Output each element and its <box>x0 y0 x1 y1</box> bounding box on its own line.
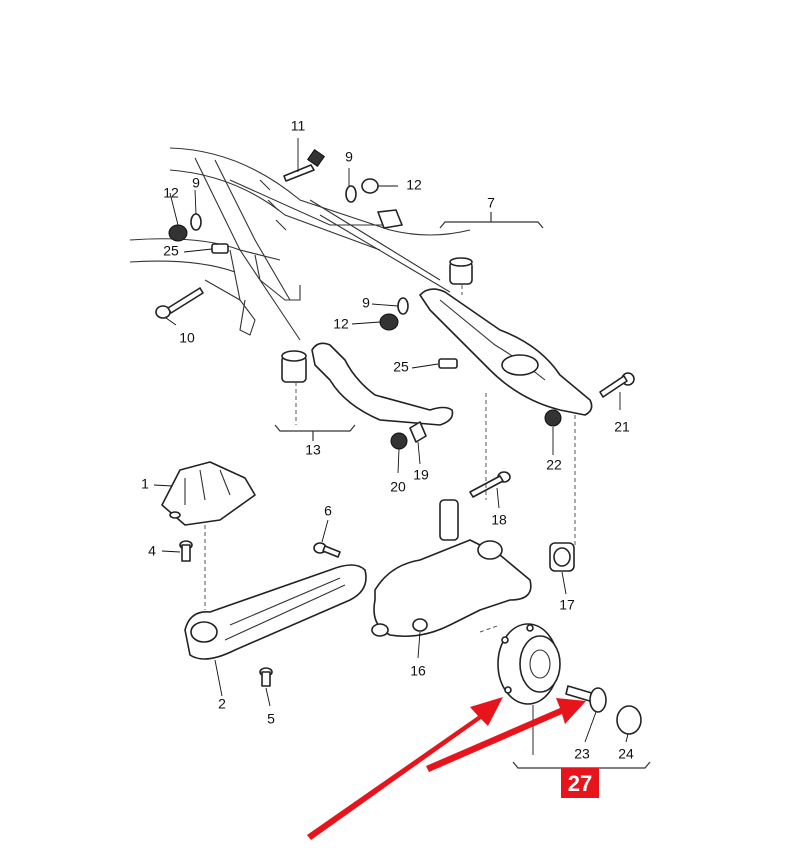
bolt-5 <box>259 667 273 687</box>
nut-12-mid <box>379 313 399 331</box>
highlight-label: 27 <box>568 771 592 796</box>
bolt-25-left <box>211 243 229 254</box>
label-25: 25 <box>163 243 179 259</box>
label-21: 21 <box>614 419 630 435</box>
label-9: 9 <box>362 295 370 311</box>
label-16: 16 <box>410 663 426 679</box>
bolt-10 <box>155 287 204 319</box>
label-5: 5 <box>267 711 275 727</box>
label-20: 20 <box>390 479 406 495</box>
label-12: 12 <box>163 185 179 201</box>
nut-12-left <box>168 224 188 242</box>
wheel-bolt-23 <box>565 685 607 713</box>
subframe <box>129 147 471 341</box>
bolt-25-mid <box>438 358 458 369</box>
nut-20 <box>390 432 408 450</box>
bolt-21 <box>599 372 635 398</box>
leader-lines <box>153 138 629 743</box>
highlight-badge-bg <box>561 768 599 798</box>
group-bracket-7 <box>439 212 544 229</box>
assembly-dashes <box>204 285 576 633</box>
label-12: 12 <box>333 316 349 332</box>
label-6: 6 <box>324 503 332 519</box>
label-9: 9 <box>192 175 200 191</box>
label-18: 18 <box>491 512 507 528</box>
label-7: 7 <box>487 195 495 211</box>
highlight-badge-27: 27 <box>561 768 599 798</box>
bracket-19 <box>409 421 427 443</box>
trailing-arm-2 <box>184 564 367 660</box>
upper-control-arm-7 <box>419 257 593 416</box>
nut-22 <box>544 409 562 427</box>
label-9: 9 <box>345 149 353 165</box>
label-22: 22 <box>546 457 562 473</box>
label-24: 24 <box>618 746 634 762</box>
label-2: 2 <box>218 696 226 712</box>
bracket-top-right <box>377 209 403 229</box>
bolt-11 <box>283 148 326 182</box>
label-10: 10 <box>179 330 195 346</box>
part-labels: 11 9 12 12 9 25 10 7 9 12 25 21 13 22 19… <box>141 118 634 762</box>
label-12: 12 <box>406 177 422 193</box>
label-17: 17 <box>559 597 575 613</box>
mount-1 <box>161 461 256 526</box>
wheel-hub <box>497 623 561 705</box>
bolt-18 <box>469 471 511 498</box>
washer-9-left <box>190 213 202 231</box>
label-13: 13 <box>305 442 321 458</box>
red-arrow-to-hub-icon <box>307 697 503 840</box>
washer-9-top <box>345 185 357 203</box>
label-23: 23 <box>574 746 590 762</box>
bolt-4 <box>179 540 193 562</box>
control-arm-13 <box>281 342 454 426</box>
red-arrow-to-bolt-icon <box>426 698 586 772</box>
label-19: 19 <box>413 467 429 483</box>
group-bracket-13 <box>274 424 356 441</box>
bushing-17 <box>549 542 575 572</box>
label-25: 25 <box>393 359 409 375</box>
bolt-6 <box>313 542 341 558</box>
wheel-knuckle-16 <box>371 499 532 638</box>
pointer-arrows <box>307 697 586 840</box>
label-11: 11 <box>291 118 306 134</box>
washer-9-mid <box>397 297 409 315</box>
nut-12-top <box>361 178 379 194</box>
label-1: 1 <box>141 476 149 492</box>
label-4: 4 <box>148 543 156 559</box>
cap-24 <box>616 705 642 735</box>
